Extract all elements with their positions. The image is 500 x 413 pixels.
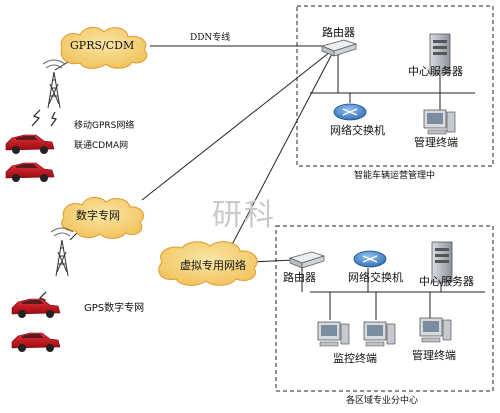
- car-icon-4: [11, 332, 61, 352]
- bottom-center-title: 各区域专业分中心: [346, 396, 419, 406]
- vpn-cloud-label: 虚拟专用网络: [180, 259, 246, 272]
- top-switch-label: 网络交换机: [330, 124, 385, 137]
- bottom-monitor-label: 监控终端: [333, 352, 377, 365]
- server-icon-bottom: [431, 241, 453, 283]
- gps-network-label: GPS数字专网: [84, 303, 145, 314]
- top-router-label: 路由器: [322, 26, 355, 39]
- gprs-network-label: 移动GPRS网络: [74, 121, 135, 131]
- terminal-icon-bottom: [419, 317, 452, 343]
- bottom-router-label: 路由器: [283, 271, 316, 284]
- antenna-top-icon: [42, 59, 66, 109]
- digital-cloud-shape: [61, 197, 145, 239]
- terminal-icon-top: [423, 109, 456, 135]
- car-icon-2: [5, 162, 55, 182]
- digital-cloud-label: 数字专网: [76, 209, 120, 222]
- gprs-cloud-shape: [60, 27, 148, 69]
- switch-icon-top: [333, 103, 367, 121]
- server-icon-top: [429, 33, 451, 75]
- top-terminal-label: 管理终端: [414, 136, 458, 149]
- bottom-switch-label: 网络交换机: [348, 271, 403, 284]
- cdma-network-label: 联通CDMA网: [74, 141, 129, 151]
- car-icon-1: [5, 134, 55, 154]
- bottom-terminal-label: 管理终端: [412, 349, 456, 362]
- antenna-bottom-icon: [50, 227, 74, 277]
- monitor-icon-1: [317, 321, 350, 347]
- top-server-label: 中心服务器: [408, 65, 463, 78]
- top-center-title: 智能车辆运营管理中: [354, 171, 436, 181]
- bottom-center-boundary: [275, 225, 494, 392]
- vpn-cloud-shape: [158, 241, 258, 286]
- bottom-server-label: 中心服务器: [419, 275, 474, 288]
- car-icon-3: [11, 298, 61, 318]
- router-icon-top: [320, 39, 358, 57]
- ddn-line-label: DDN专线: [190, 33, 231, 43]
- monitor-icon-2: [363, 321, 396, 347]
- top-center-boundary: [296, 5, 494, 167]
- router-icon-bottom: [288, 251, 326, 269]
- gprs-cloud-label: GPRS/CDM: [70, 39, 135, 52]
- watermark: 研科: [212, 198, 276, 233]
- switch-icon-bottom: [353, 250, 387, 268]
